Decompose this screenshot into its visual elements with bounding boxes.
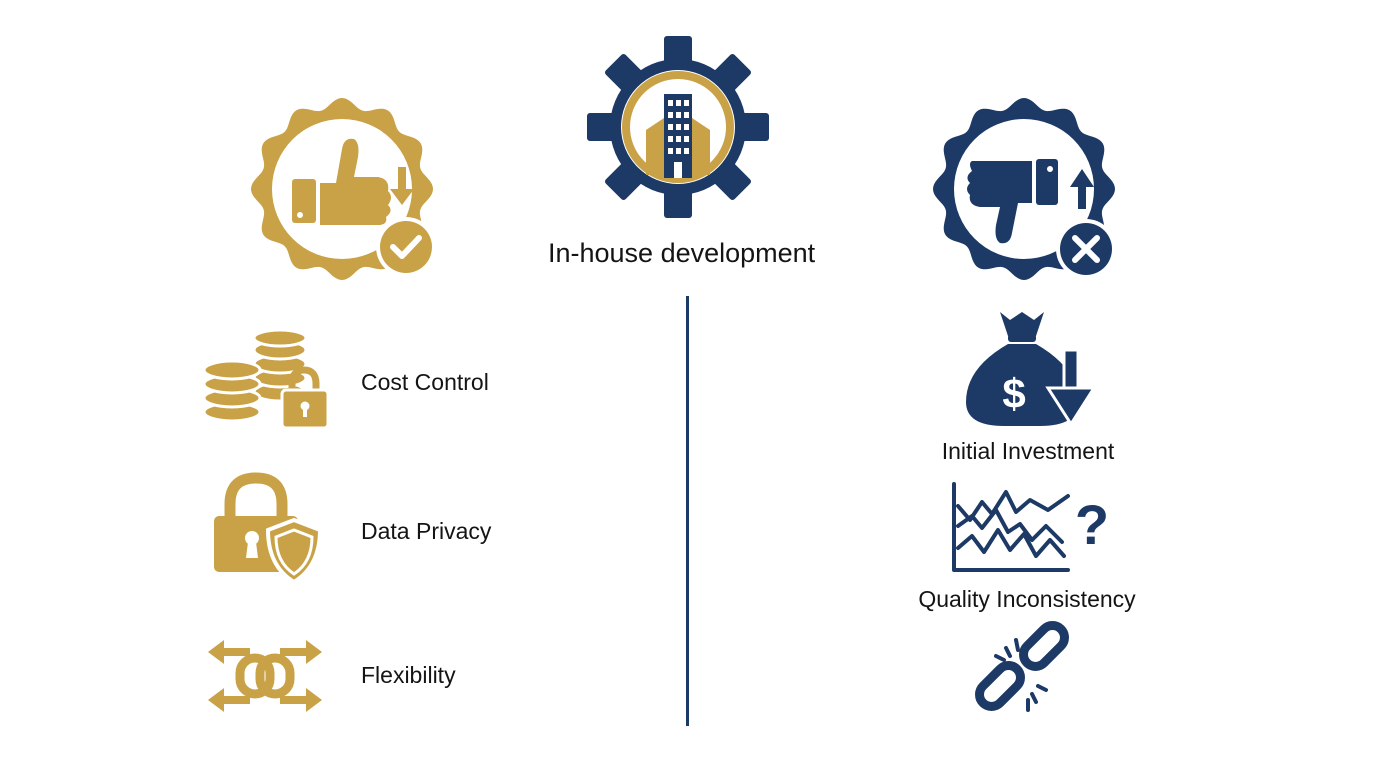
- center-divider: [686, 296, 689, 726]
- con-item-label: Initial Investment: [941, 438, 1115, 464]
- svg-text:$: $: [1002, 370, 1025, 417]
- padlock-shield-icon: [212, 472, 324, 587]
- page-title: In-house development: [548, 238, 816, 268]
- thumbs-down-x-badge-icon: [932, 97, 1122, 287]
- thumbs-up-check-badge-icon: [250, 97, 440, 287]
- con-item-label: Quality Inconsistency: [918, 586, 1136, 612]
- coins-lock-icon: [200, 328, 332, 430]
- broken-chain-icon: [966, 621, 1078, 730]
- chain-arrows-icon: [206, 628, 324, 724]
- svg-text:?: ?: [1075, 493, 1109, 556]
- gear-building-icon: [587, 28, 769, 226]
- pro-item-label: Flexibility: [361, 662, 456, 688]
- erratic-chart-question-icon: ?: [950, 482, 1114, 576]
- pro-item-label: Cost Control: [361, 369, 489, 395]
- money-bag-down-icon: $: [960, 306, 1100, 430]
- pro-item-label: Data Privacy: [361, 518, 492, 544]
